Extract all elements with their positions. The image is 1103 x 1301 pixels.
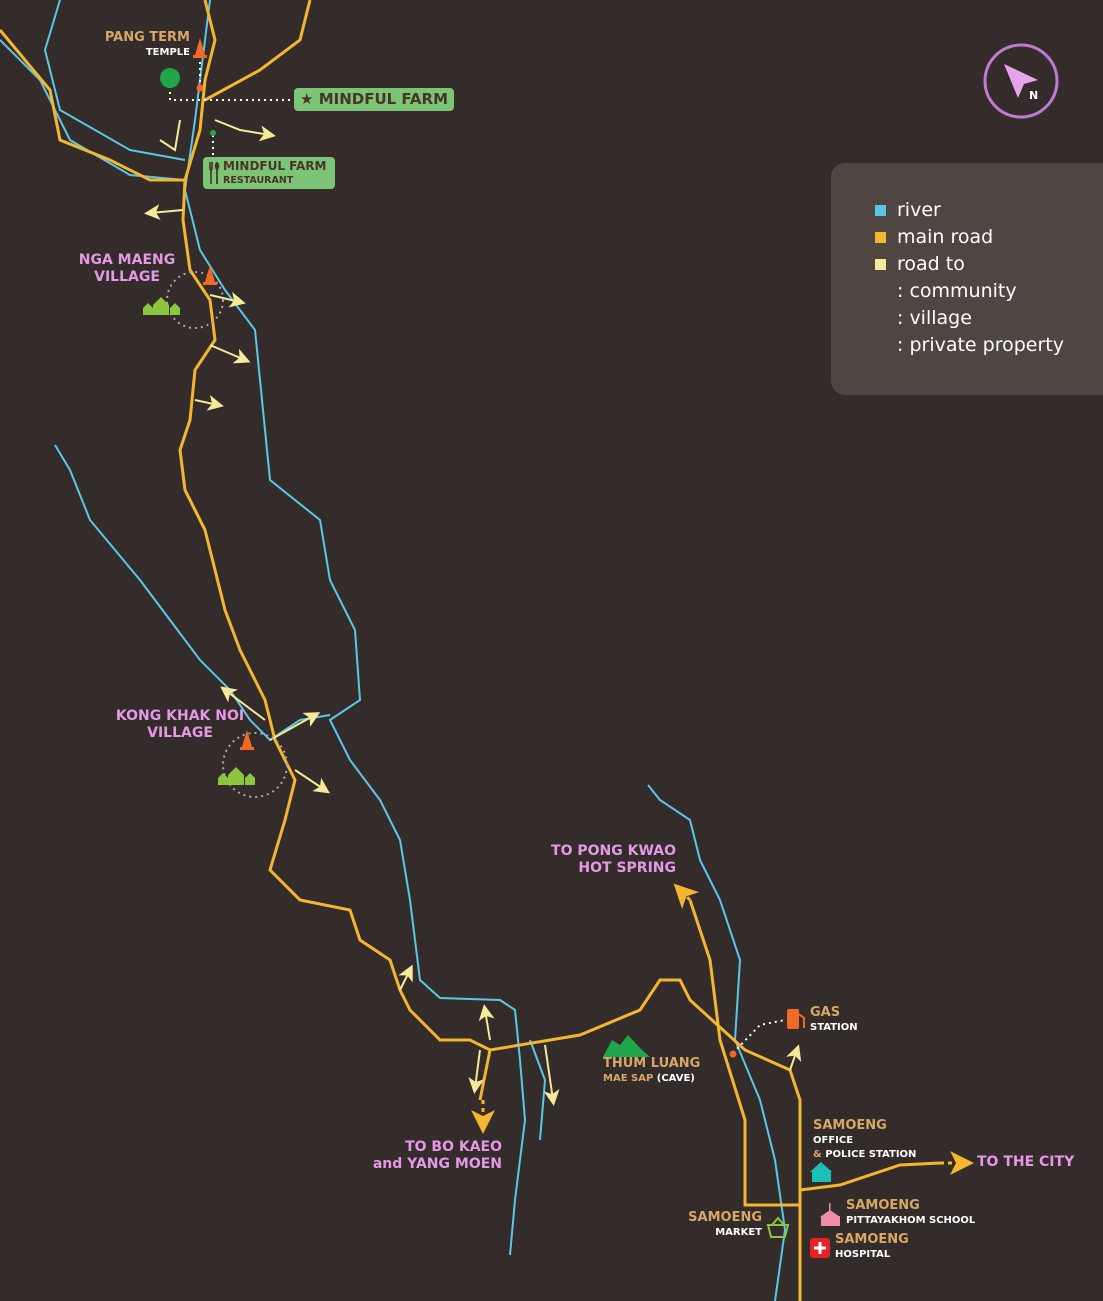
legend-road-to: road to (875, 253, 965, 275)
office-label: SAMOENG (813, 1118, 887, 1133)
pang-term-sub: TEMPLE (145, 47, 190, 58)
office-sub2: & POLICE STATION (813, 1149, 917, 1160)
river-east (647, 784, 787, 1301)
star-icon: ★ (300, 90, 314, 108)
community-roads (144, 119, 802, 1106)
legend-main-road: main road (875, 226, 993, 248)
river-kong (54, 444, 331, 742)
main-road (178, 0, 802, 1301)
river-west (0, 39, 186, 181)
school-icon (820, 1203, 840, 1226)
mindful-farm-marker (160, 68, 180, 88)
office-sub: OFFICE (813, 1135, 854, 1146)
legend: river main road road to : community : vi… (831, 163, 1103, 395)
road-bokaeo (478, 1049, 492, 1101)
pang-term-label: PANG TERM (104, 30, 190, 45)
legend-community: : community (897, 280, 1017, 302)
legend-village: : village (897, 307, 972, 329)
thum-luang-label: THUM LUANG (603, 1056, 701, 1071)
school-sub: PITTAYAKHOM SCHOOL (846, 1215, 976, 1226)
river-cave (529, 1039, 547, 1141)
gas-station-icon (787, 1009, 805, 1029)
road-market (688, 899, 800, 1207)
hospital-label: SAMOENG (835, 1232, 909, 1247)
legend-river: river (875, 199, 941, 221)
fork-spoon-icon (209, 162, 220, 184)
school-label: SAMOENG (846, 1198, 920, 1213)
road-east (204, 0, 312, 102)
village-icon (143, 297, 255, 785)
road-city (799, 1161, 941, 1192)
rivers (0, 0, 787, 1301)
road-pongkwao-dash (673, 883, 700, 910)
mindful-farm-restaurant-tag[interactable]: MINDFUL FARM RESTAURANT (203, 157, 335, 189)
thum-luang-sub: MAE SAP (CAVE) (603, 1073, 695, 1084)
hospital-icon (810, 1238, 830, 1258)
cave-icon (603, 1035, 650, 1057)
market-sub: MARKET (715, 1227, 762, 1238)
hospital-sub: HOSPITAL (835, 1249, 891, 1260)
gas-label: GAS (810, 1005, 841, 1020)
gas-sub: STATION (810, 1022, 858, 1033)
main-roads (0, 0, 974, 1301)
compass-north-label: N (1029, 89, 1039, 102)
office-building-icon (810, 1162, 832, 1182)
market-basket-icon (766, 1216, 790, 1238)
market-label: SAMOENG (688, 1210, 762, 1225)
compass (983, 43, 1059, 119)
river-main (183, 0, 527, 1256)
legend-private-property: : private property (897, 334, 1064, 356)
river-nw (43, 0, 186, 161)
road-west (0, 29, 185, 182)
mindful-farm-tag[interactable]: ★ MINDFUL FARM (294, 88, 455, 111)
temple-icon (193, 38, 254, 750)
to-the-city-label: TO THE CITY (977, 1154, 1075, 1170)
